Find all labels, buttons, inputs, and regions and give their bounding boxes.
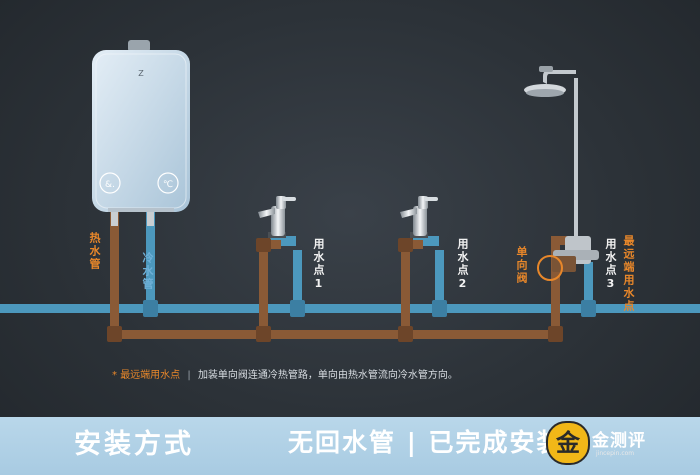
label-check-valve: 单向阀 <box>515 246 528 285</box>
label-hot-pipe: 热水管 <box>88 232 101 271</box>
heater-left-dial-text: &. <box>105 180 115 190</box>
faucet-1 <box>258 196 296 238</box>
label-farthest-point: 最远端用水点 <box>622 235 635 313</box>
shower <box>524 66 599 264</box>
heater-right-dial-text: ℃ <box>163 180 173 190</box>
cold-water-pipe <box>0 205 700 313</box>
note-text: 加装单向阀连通冷热管路，单向由热水管流向冷水管方向。 <box>197 370 458 381</box>
note-highlight: 最远端用水点 <box>120 370 181 381</box>
note-star: * <box>112 370 117 381</box>
banner-title: 安装方式 <box>74 429 194 460</box>
footnote: * 最远端用水点 | 加装单向阀连通冷热管路，单向由热水管流向冷水管方向。 <box>112 366 458 381</box>
label-point-2: 用水点2 <box>456 238 469 292</box>
banner-subtitle: 无回水管 | 已完成安装 <box>288 428 564 457</box>
label-point-1: 用水点1 <box>312 238 325 292</box>
logo-url: jincepin.com <box>596 450 635 457</box>
check-valve <box>537 255 576 281</box>
logo-text: 金测评 <box>592 431 646 451</box>
heater-left-dial-icon <box>99 172 121 194</box>
logo-badge-icon: 金 <box>546 421 590 465</box>
label-cold-pipe: 冷水管 <box>141 252 154 291</box>
svg-text:Z: Z <box>138 69 144 78</box>
faucet-2 <box>400 196 438 238</box>
cold-pipe-joints <box>143 300 596 317</box>
heater-right-dial-icon <box>157 172 179 194</box>
note-separator: | <box>187 370 191 381</box>
water-heater: Z &. ℃ <box>92 40 190 226</box>
label-point-3: 用水点3 <box>604 238 617 292</box>
hot-water-pipe <box>110 205 571 339</box>
pipe-joints <box>107 238 563 342</box>
